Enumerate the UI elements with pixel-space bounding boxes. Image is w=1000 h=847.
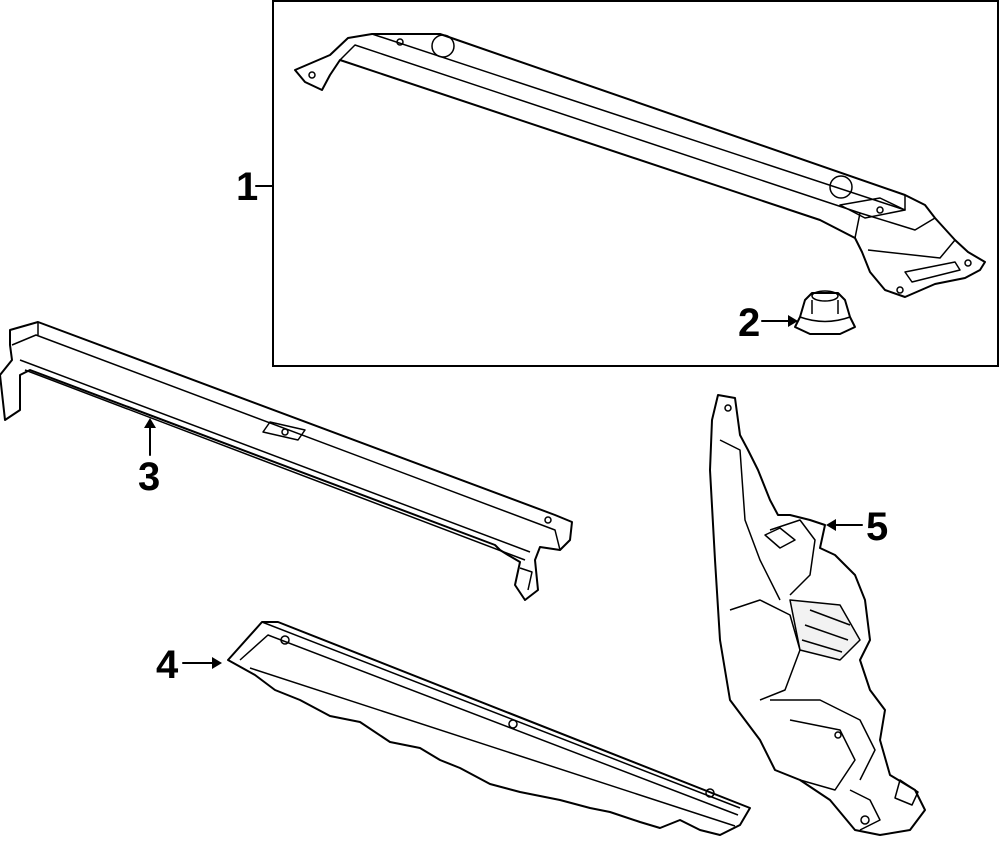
callout-5-label: 5 xyxy=(866,505,888,549)
part-2-grommet[interactable] xyxy=(794,290,856,335)
callout-1[interactable]: 1 xyxy=(236,165,274,209)
part-1-upper-tie-bar[interactable] xyxy=(294,33,986,298)
callout-3[interactable]: 3 xyxy=(138,418,160,499)
part-5-side-deflector[interactable] xyxy=(709,394,926,836)
callout-4-arrowhead xyxy=(212,657,222,669)
callout-3-arrowhead xyxy=(144,418,156,428)
callout-5-arrowhead xyxy=(826,519,836,531)
callout-2-label: 2 xyxy=(738,301,760,345)
callout-4-label: 4 xyxy=(156,643,179,687)
callout-2[interactable]: 2 xyxy=(738,301,798,345)
part-1-group-frame xyxy=(272,0,999,367)
callout-1-label: 1 xyxy=(236,165,258,209)
part-4-air-deflector[interactable] xyxy=(227,621,751,836)
callout-5[interactable]: 5 xyxy=(826,505,888,549)
callout-2-arrowhead xyxy=(788,315,798,327)
callout-4[interactable]: 4 xyxy=(156,643,222,687)
callout-3-label: 3 xyxy=(138,455,160,499)
part-3-lower-tie-bar[interactable] xyxy=(0,321,573,601)
